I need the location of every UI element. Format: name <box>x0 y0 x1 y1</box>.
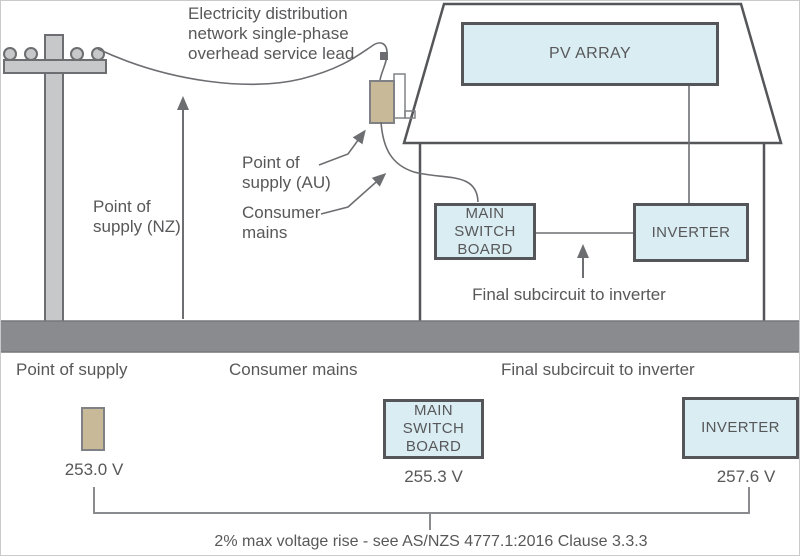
voltage-main-switchboard: 255.3 V <box>404 467 463 486</box>
point-of-supply-nz-label: Point of supply (NZ) <box>93 197 181 236</box>
service-lead-label: Electricity distribution network single-… <box>188 4 355 63</box>
point-of-supply-au-leader-arrow <box>318 129 366 166</box>
service-connection-point <box>380 52 388 60</box>
header-point-of-supply: Point of supply <box>16 360 128 379</box>
pole-crossarm <box>3 59 107 74</box>
insulator <box>70 47 84 61</box>
pv-array-box: PV ARRAY <box>461 22 719 86</box>
service-conduit-bracket <box>404 110 416 119</box>
consumer-mains-wire <box>380 121 479 203</box>
inverter-box-lower: INVERTER <box>682 397 799 459</box>
inverter-box: INVERTER <box>633 203 749 262</box>
consumer-mains-leader-arrow <box>320 173 387 215</box>
point-of-supply-meter-box <box>81 407 105 451</box>
ground-bar <box>1 320 799 353</box>
voltage-rise-bracket <box>93 487 750 514</box>
service-meter-box <box>369 80 395 124</box>
point-of-supply-au-label: Point of supply (AU) <box>242 153 331 192</box>
voltage-rise-note: 2% max voltage rise - see AS/NZS 4777.1:… <box>214 533 648 550</box>
consumer-mains-label: Consumer mains <box>242 203 321 242</box>
voltage-point-of-supply: 253.0 V <box>64 460 124 479</box>
service-conduit <box>393 73 406 119</box>
power-pole <box>44 34 64 324</box>
main-switchboard-box: MAIN SWITCH BOARD <box>434 203 536 260</box>
final-subcircuit-label: Final subcircuit to inverter <box>472 285 666 304</box>
main-switchboard-box-lower: MAIN SWITCH BOARD <box>383 399 484 459</box>
header-consumer-mains: Consumer mains <box>229 360 358 379</box>
voltage-inverter: 257.6 V <box>716 467 776 486</box>
insulator <box>24 47 38 61</box>
header-final-subcircuit: Final subcircuit to inverter <box>501 360 695 379</box>
insulator <box>3 47 17 61</box>
